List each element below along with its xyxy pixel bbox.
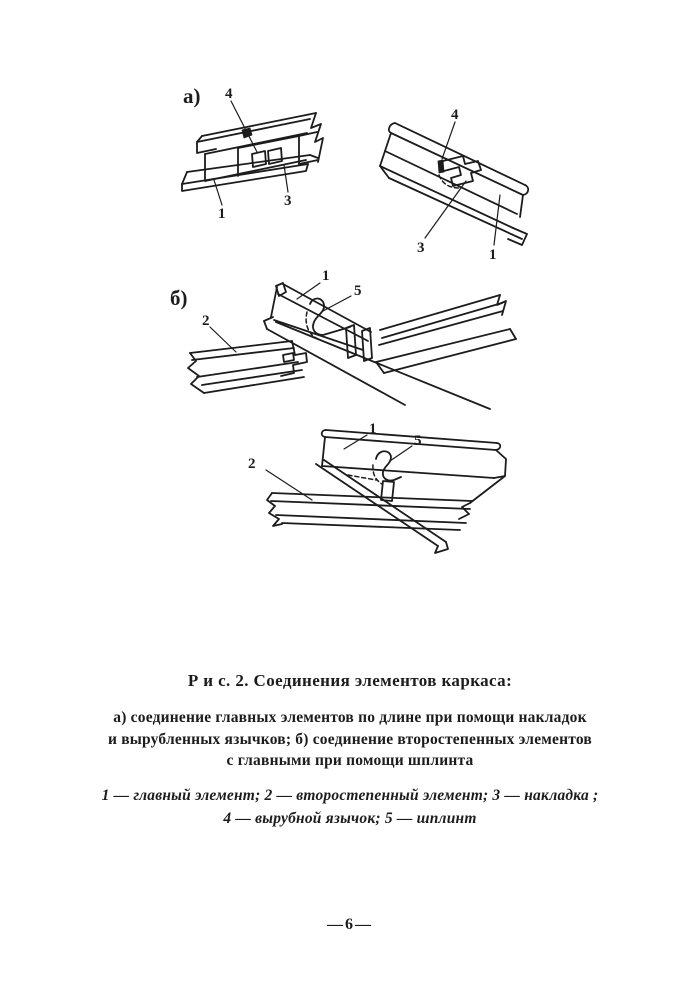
figure-subcaption: а) соединение главных элементов по длине…: [0, 707, 700, 772]
junction-posts: [345, 324, 373, 362]
leader-line: [441, 121, 456, 160]
callout-3: 3: [284, 193, 292, 209]
callout-1: 1: [489, 247, 497, 263]
cotter-pin: [372, 450, 402, 485]
left-cross-tee: [187, 340, 308, 394]
callout-5: 5: [414, 433, 422, 449]
right-cross-tee: [375, 294, 517, 374]
callout-4: 4: [451, 107, 459, 123]
leader-line: [389, 445, 413, 462]
rail-profile: [379, 122, 530, 246]
figure-subcaption-line: и вырубленных язычков; б) соединение вто…: [107, 730, 592, 748]
drawing-b-top-pin-connection: б): [170, 268, 517, 410]
main-runner-rail: [320, 429, 507, 520]
callouts-b-top: 1 5 2: [202, 268, 362, 353]
tongue-cut-detail: [437, 155, 482, 189]
drawing-b-bottom-pin-connection: 1 5 2: [248, 421, 507, 554]
leader-line: [213, 179, 223, 206]
leader-line: [493, 194, 501, 246]
cross-channel: [266, 492, 473, 531]
leader-line: [283, 164, 289, 193]
cotter-pin: [305, 297, 351, 340]
leader-line: [424, 180, 467, 239]
callouts-a-left: 4 1 3: [213, 86, 292, 222]
figure-legend-line: 4 — вырубной язычок; 5 — шплинт: [223, 810, 477, 827]
callouts-b-bottom: 1 5 2: [248, 421, 422, 501]
callout-1: 1: [218, 206, 226, 222]
leader-line: [343, 434, 368, 450]
leader-line: [265, 469, 313, 501]
figure-legend-line: 1 — главный элемент; 2 — второстепенный …: [101, 787, 599, 804]
junction-post: [380, 480, 395, 502]
page-number: —6—: [327, 916, 373, 933]
drawing-a-right-rail-tongue: 4 3 1: [379, 107, 530, 263]
callout-4: 4: [225, 86, 233, 102]
callout-2: 2: [202, 313, 210, 329]
callout-1: 1: [322, 268, 330, 284]
beam-channel: [181, 112, 324, 192]
figure-legend: 1 — главный элемент; 2 — второстепенный …: [0, 784, 700, 830]
drawing-a-left-beam-splice: а): [181, 84, 324, 222]
callout-5: 5: [354, 283, 362, 299]
callouts-a-right: 4 3 1: [417, 107, 501, 263]
figure-subcaption-line: а) соединение главных элементов по длине…: [113, 709, 587, 726]
callout-3: 3: [417, 240, 425, 256]
figure-subcaption-line: с главными при помощи шплинта: [226, 752, 474, 769]
callout-2: 2: [248, 456, 256, 472]
leader-line: [296, 282, 321, 300]
main-runner: [263, 282, 491, 410]
leader-line: [209, 326, 237, 353]
figure-label-b: б): [170, 286, 188, 310]
figure-label-a: а): [183, 84, 201, 108]
leader-line: [322, 295, 352, 312]
leader-line: [230, 100, 258, 153]
figure-caption: Р и с. 2. Соединения элементов каркаса:: [187, 671, 513, 690]
callout-1: 1: [369, 421, 377, 437]
